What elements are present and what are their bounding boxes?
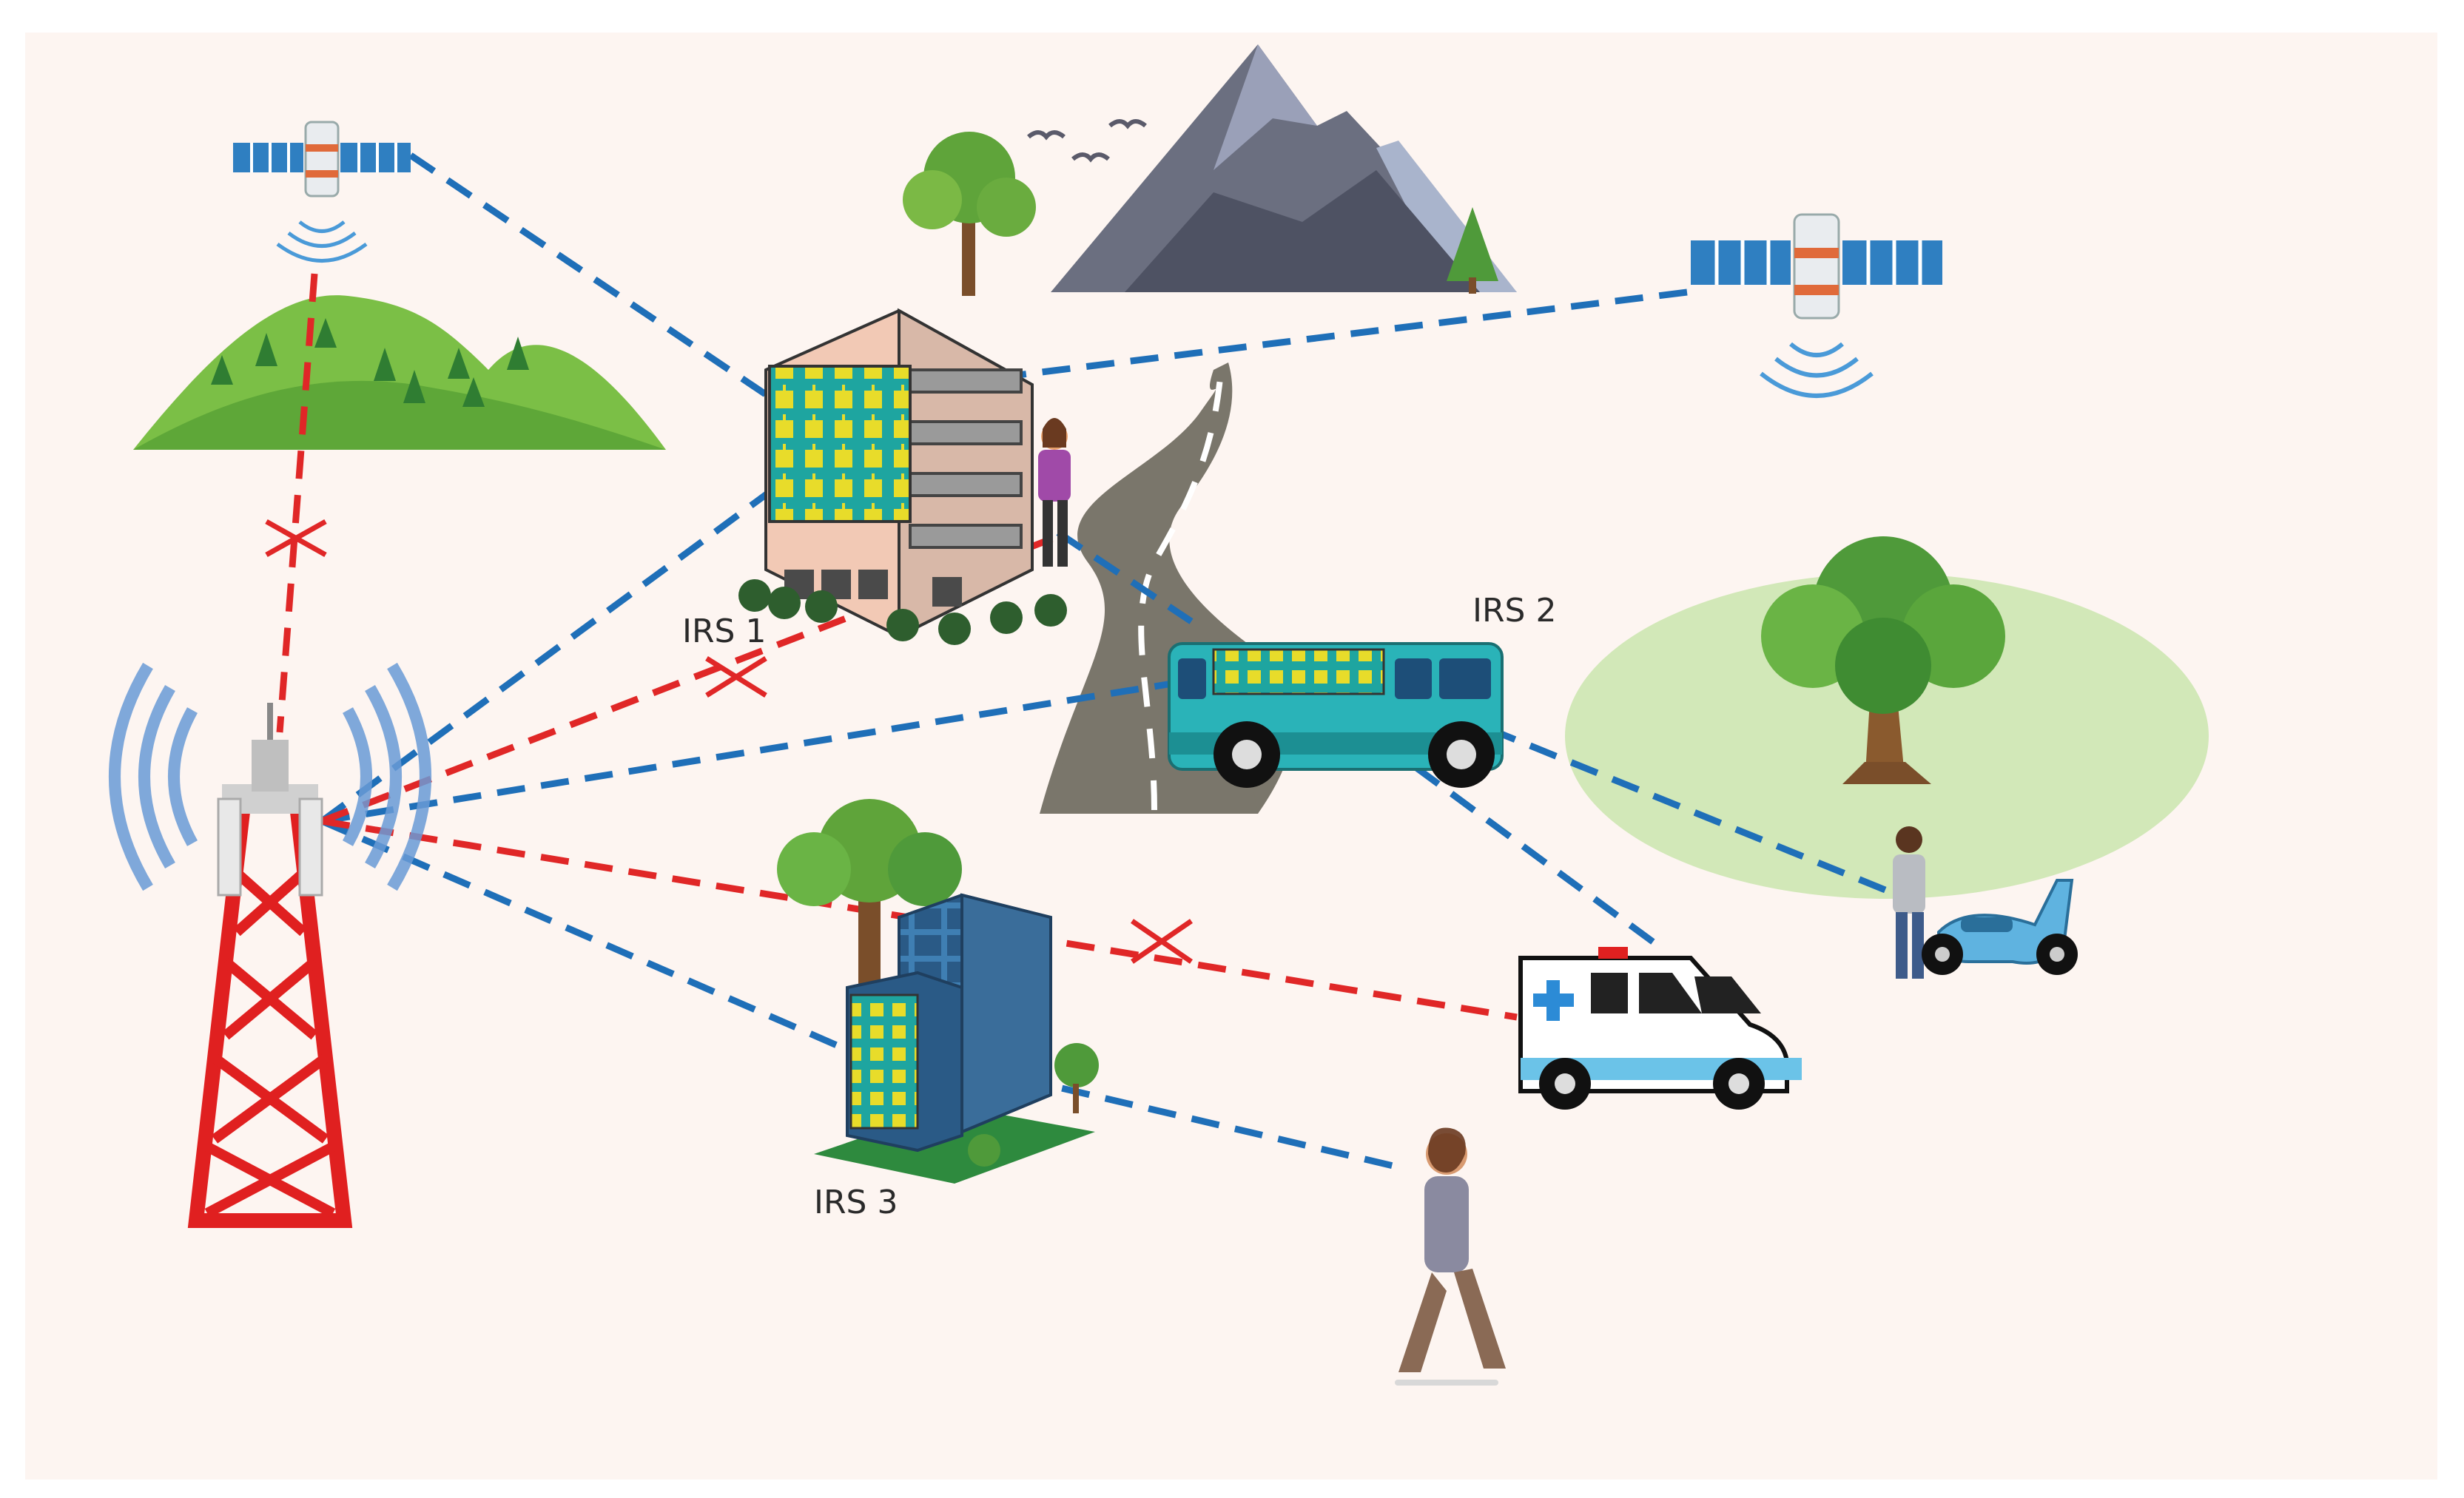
link-tower-sat1-blocked [276, 273, 318, 733]
irs1-label: IRS 1 [682, 613, 766, 650]
hill-icon [133, 295, 666, 450]
irs3-label: IRS 3 [814, 1184, 898, 1221]
bus-irs2 [1168, 642, 1504, 788]
link-sat1-irs1 [408, 152, 775, 402]
link-tower-ambulance-blocked [321, 817, 1518, 1021]
irs-panel-1 [768, 365, 912, 523]
birds-icon [1027, 119, 1147, 163]
building-irs3 [814, 893, 1099, 1184]
tree-icon [1761, 536, 2005, 784]
scooter-icon [1922, 879, 2078, 975]
irs2-label: IRS 2 [1472, 592, 1556, 630]
ambulance-icon [1518, 947, 1802, 1110]
blocked-x-icon [265, 519, 327, 558]
link-irs3-pedestrian [931, 1054, 1407, 1173]
cell-tower-icon [109, 662, 431, 1228]
tree-icon [1447, 207, 1498, 294]
link-irs2-ambulance [1270, 659, 1667, 954]
satellite-icon [233, 121, 411, 263]
tree-icon [903, 132, 1036, 296]
blocked-x-icon [1131, 919, 1193, 964]
person-icon [1893, 826, 1925, 979]
link-tower-irs2 [321, 673, 1214, 825]
satellite-icon [1691, 213, 1942, 398]
irs-panel-3 [849, 993, 919, 1130]
person-icon [1038, 418, 1071, 567]
irs-panel-2 [1212, 648, 1385, 695]
link-irs1-irs2 [1056, 530, 1194, 624]
building-irs1 [738, 308, 1067, 645]
blocked-x-icon [705, 656, 767, 698]
tree-icon [777, 799, 962, 984]
person-icon [1395, 1127, 1506, 1386]
